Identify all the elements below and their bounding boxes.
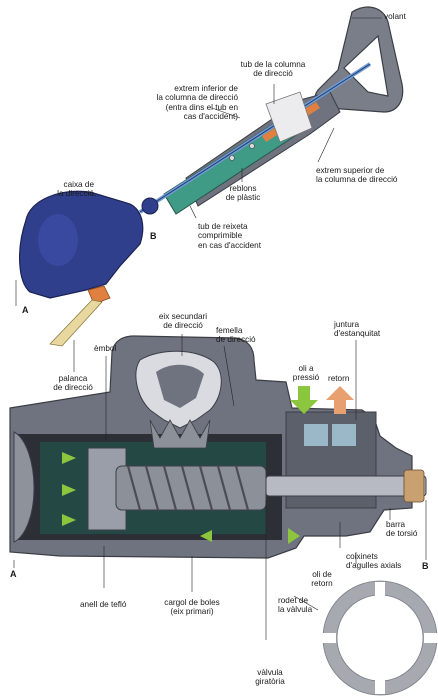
steering-gearbox xyxy=(19,190,144,299)
label-plastic-rivets: reblons de plàstic xyxy=(225,184,261,203)
label-gearbox: caixa de la direcció xyxy=(57,180,94,199)
label-letter-a-top: A xyxy=(22,305,29,315)
label-lower-column-end: extrem inferior de la columna de direcci… xyxy=(156,84,238,122)
label-rotary-valve: vàlvula giratòria xyxy=(255,668,285,687)
label-collapsible-tube: tub de reixeta comprimible en cas d'acci… xyxy=(198,222,262,250)
label-pressure-oil: oli a pressió xyxy=(292,364,320,383)
label-steering-lever: palanca de direcció xyxy=(53,374,93,393)
arrow-up-icon xyxy=(326,386,354,414)
arrow-down-icon xyxy=(290,386,318,414)
power-steering-gear xyxy=(9,334,438,696)
steering-column-assembly xyxy=(15,6,404,372)
label-valve-spool: rodet de la vàlvula xyxy=(278,596,313,615)
label-letter-a-bottom: A xyxy=(10,569,17,579)
label-return-oil: oli de retorn xyxy=(311,570,333,589)
label-letter-b-bottom: B xyxy=(422,561,429,571)
label-seal: juntura d'estanquitat xyxy=(334,320,381,339)
label-ball-screw: cargol de boles (eix primari) xyxy=(164,598,220,617)
label-teflon-ring: anell de tefló xyxy=(80,600,127,609)
label-piston: èmbol xyxy=(94,344,117,353)
label-column-tube: tub de la columna de direcció xyxy=(240,60,306,79)
label-steering-nut: femella de direcció xyxy=(216,326,256,345)
label-upper-column-end: extrem superior de la columna de direcci… xyxy=(316,166,398,185)
label-torsion-bar: barra de torsió xyxy=(386,520,418,539)
label-return: retorn xyxy=(328,374,350,383)
label-letter-b-top: B xyxy=(150,231,157,241)
label-volant: volant xyxy=(384,12,406,21)
label-needle-bearings: coixinets d'agulles axials xyxy=(346,552,402,571)
rotary-valve xyxy=(322,580,438,696)
input-shaft xyxy=(265,475,427,497)
label-secondary-shaft: eix secundari de direcció xyxy=(158,312,208,331)
steering-lever xyxy=(49,299,103,347)
